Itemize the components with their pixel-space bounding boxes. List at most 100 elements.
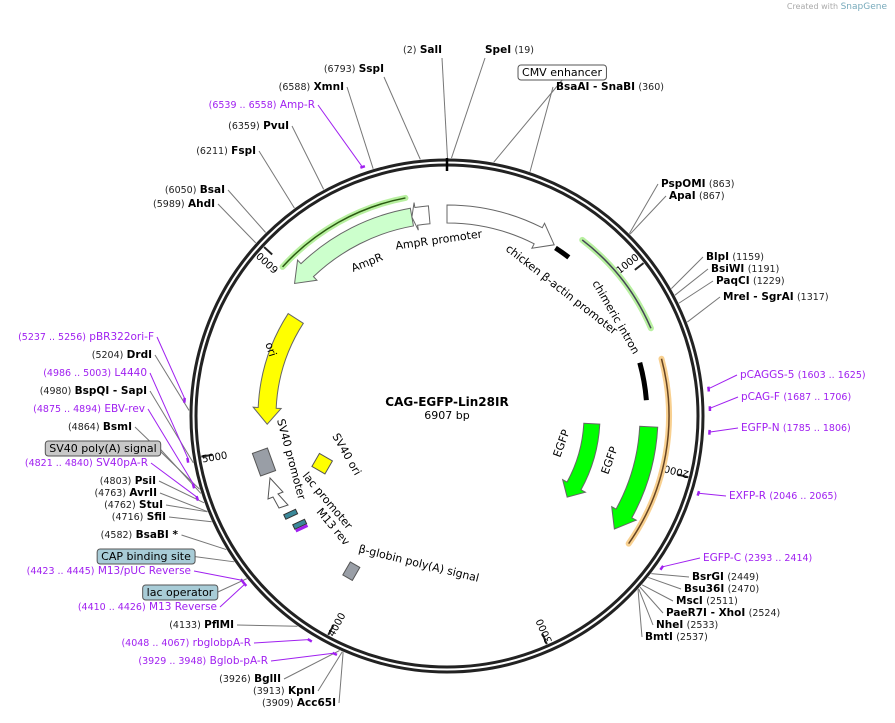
label-name: PaqCI <box>716 275 750 287</box>
label-position: (4048 .. 4067) <box>121 638 189 649</box>
label-position: (5989) <box>153 199 185 210</box>
label-sv40-poly-a-signal[interactable]: SV40 poly(A) signal <box>45 441 160 456</box>
label-position: (2511) <box>706 596 738 607</box>
label-position: (1603 .. 1625) <box>798 370 866 381</box>
label-fspi[interactable]: (6211) FspI <box>196 145 256 157</box>
leader-line <box>384 77 420 159</box>
label-spei[interactable]: SpeI (19) <box>485 44 534 56</box>
label-ebv-rev[interactable]: (4875 .. 4894) EBV-rev <box>33 403 145 415</box>
label-kpni[interactable]: (3913) KpnI <box>253 685 315 697</box>
label-text: (6793) SspI <box>324 63 384 75</box>
label-l4440[interactable]: (4986 .. 5003) L4440 <box>43 367 147 379</box>
label-bmti[interactable]: BmtI (2537) <box>645 631 708 643</box>
label-text: (2) SalI <box>403 44 442 56</box>
label-bsrgi[interactable]: BsrGI (2449) <box>692 571 759 583</box>
feature-ori[interactable] <box>253 314 303 425</box>
label-text: (3926) BglII <box>219 673 281 685</box>
label-amp-r[interactable]: (6539 .. 6558) Amp-R <box>209 99 315 111</box>
label-pvui[interactable]: (6359) PvuI <box>228 120 289 132</box>
label-apai[interactable]: ApaI (867) <box>669 190 725 202</box>
label-bglob-pa-r[interactable]: (3929 .. 3948) Bglob-pA-R <box>138 655 268 667</box>
label-xmni[interactable]: (6588) XmnI <box>279 81 344 93</box>
label-position: (1229) <box>753 276 785 287</box>
label-psii[interactable]: (4803) PsiI <box>100 475 156 487</box>
label-bsai[interactable]: (6050) BsaI <box>165 184 225 196</box>
label-position: (1159) <box>732 252 764 263</box>
label-bspqi-sapi[interactable]: (4980) BspQI - SapI <box>40 385 147 397</box>
label-cap-binding-site[interactable]: CAP binding site <box>97 549 195 564</box>
label-name: BsmI <box>103 421 132 433</box>
feature-ampr-promoter[interactable] <box>412 203 430 231</box>
leader-line <box>661 558 700 567</box>
label-bsu36i[interactable]: Bsu36I (2470) <box>684 583 759 595</box>
label-text: (4048 .. 4067) rbglobpA-R <box>121 637 251 649</box>
label-pbr322ori-f[interactable]: (5237 .. 5256) pBR322ori-F <box>18 331 154 343</box>
label-bsmi[interactable]: (4864) BsmI <box>68 421 132 433</box>
label-name: L4440 <box>114 367 147 379</box>
black-segment-1 <box>555 248 568 257</box>
label-pcag-f[interactable]: pCAG-F (1687 .. 1706) <box>741 391 851 403</box>
label-rbglobpa-r[interactable]: (4048 .. 4067) rbglobpA-R <box>121 637 251 649</box>
label-pcaggs-5[interactable]: pCAGGS-5 (1603 .. 1625) <box>740 369 866 381</box>
label-m13-reverse[interactable]: (4410 .. 4426) M13 Reverse <box>78 601 217 613</box>
label-bsabi-[interactable]: (4582) BsaBI * <box>101 529 179 541</box>
label-position: (2046 .. 2065) <box>769 491 837 502</box>
label-mrei-sgrai[interactable]: MreI - SgrAI (1317) <box>723 291 829 303</box>
label-name: BsaBI * <box>136 529 179 541</box>
primer-mark <box>333 653 337 655</box>
label-ahdi[interactable]: (5989) AhdI <box>153 198 215 210</box>
label-bsiwi[interactable]: BsiWI (1191) <box>711 263 779 275</box>
label-name: EXFP-R <box>729 490 766 502</box>
label-sspi[interactable]: (6793) SspI <box>324 63 384 75</box>
label-acc65i[interactable]: (3909) Acc65I <box>262 697 336 709</box>
label-position: (4762) <box>104 500 136 511</box>
label-name: PaeR7I - XhoI <box>666 607 745 619</box>
label-paer7i-xhoi[interactable]: PaeR7I - XhoI (2524) <box>666 607 780 619</box>
label-nhei[interactable]: NheI (2533) <box>656 619 718 631</box>
label-bglii[interactable]: (3926) BglII <box>219 673 281 685</box>
label-position: (360) <box>638 82 664 93</box>
label-name: BsiWI <box>711 263 744 275</box>
label-name: BglII <box>254 673 281 685</box>
label-sfii[interactable]: (4716) SfiI <box>112 511 166 523</box>
label-name: Amp-R <box>280 99 315 111</box>
label-lac-operator[interactable]: lac operator <box>143 585 218 600</box>
feature-egfp[interactable] <box>612 426 658 529</box>
label-exfp-r[interactable]: EXFP-R (2046 .. 2065) <box>729 490 837 502</box>
label-text: (4582) BsaBI * <box>101 529 179 541</box>
label-name: BsaAI - SnaBI <box>556 81 635 93</box>
label-stui[interactable]: (4762) StuI <box>104 499 163 511</box>
label-text: ApaI (867) <box>669 190 725 202</box>
label-bsaai-snabi[interactable]: BsaAI - SnaBI (360) <box>556 81 664 93</box>
label-name: MscI <box>676 595 703 607</box>
label-position: (3929 .. 3948) <box>138 656 206 667</box>
sv40-promoter-arrow <box>268 478 288 508</box>
label-msci[interactable]: MscI (2511) <box>676 595 738 607</box>
label-sv40pa-r[interactable]: (4821 .. 4840) SV40pA-R <box>25 457 148 469</box>
label-pspomi[interactable]: PspOMI (863) <box>661 178 734 190</box>
label-drdi[interactable]: (5204) DrdI <box>92 349 152 361</box>
label-egfp-n[interactable]: EGFP-N (1785 .. 1806) <box>741 422 851 434</box>
label-text: (4821 .. 4840) SV40pA-R <box>25 457 148 469</box>
bglobin-pa-box <box>343 562 360 580</box>
label-position: (1317) <box>797 292 829 303</box>
label-avrii[interactable]: (4763) AvrII <box>94 487 157 499</box>
label-text: PaeR7I - XhoI (2524) <box>666 607 780 619</box>
label-text: SpeI (19) <box>485 44 534 56</box>
label-name: EGFP-C <box>703 552 741 564</box>
label-cmv-enhancer[interactable]: CMV enhancer <box>518 65 606 80</box>
feature-box-text: CMV enhancer <box>522 66 602 79</box>
label-m13-puc-reverse[interactable]: (4423 .. 4445) M13/pUC Reverse <box>27 565 191 577</box>
label-sali[interactable]: (2) SalI <box>403 44 442 56</box>
label-paqci[interactable]: PaqCI (1229) <box>716 275 785 287</box>
label-name: SpeI <box>485 44 511 56</box>
leader-line <box>709 397 738 409</box>
label-egfp-c[interactable]: EGFP-C (2393 .. 2414) <box>703 552 812 564</box>
label-text: PspOMI (863) <box>661 178 734 190</box>
label-position: (3913) <box>253 686 285 697</box>
label-position: (2470) <box>728 584 760 595</box>
label-text: (6588) XmnI <box>279 81 344 93</box>
label-blpi[interactable]: BlpI (1159) <box>706 251 764 263</box>
label-name: FspI <box>231 145 256 157</box>
label-pflmi[interactable]: (4133) PflMI <box>169 619 234 631</box>
